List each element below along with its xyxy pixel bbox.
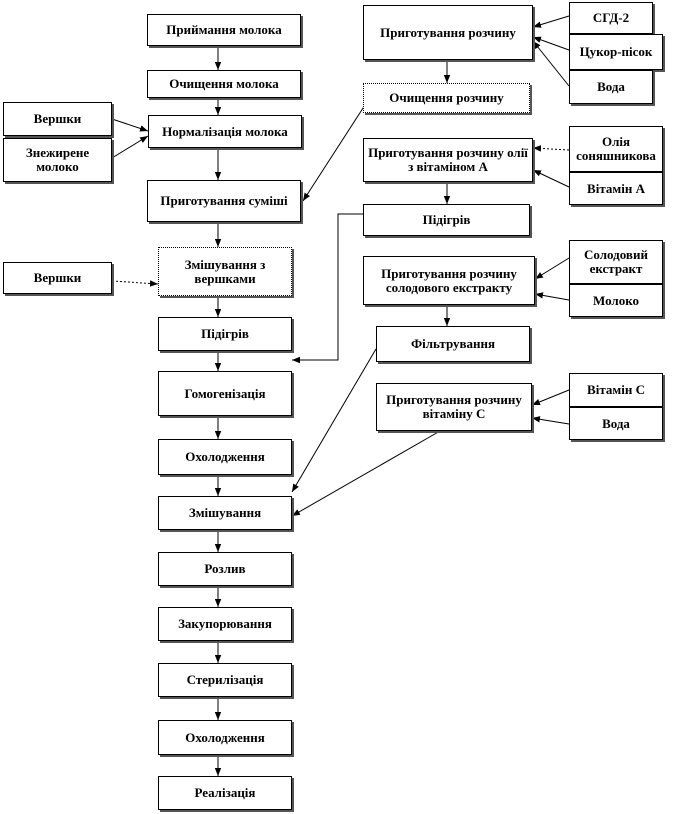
step-solution-cleaning: Очищення розчину	[363, 83, 530, 113]
arrow-vitamin-a-to-solution	[532, 169, 570, 188]
step-milk-receiving: Приймання молока	[147, 14, 301, 46]
step-capping: Закупорювання	[158, 607, 292, 641]
input-water-1: Вода	[569, 70, 653, 104]
input-cream-2: Вершки	[3, 262, 112, 294]
input-water-2: Вода	[569, 407, 663, 440]
step-solution-prep: Приготування розчину	[363, 5, 533, 60]
arrow-filtering-to-mixing	[291, 348, 377, 493]
step-normalization: Нормалізація молока	[148, 115, 302, 148]
step-bottling: Розлив	[158, 552, 292, 586]
input-skim-milk: Знежирене молоко	[3, 138, 112, 182]
step-milk-cleaning: Очищення молока	[147, 70, 301, 98]
step-filtering: Фільтрування	[376, 326, 530, 362]
step-mixing: Змішування	[158, 496, 292, 530]
arrow-water-to-solution	[532, 40, 570, 87]
input-sugar: Цукор-пісок	[569, 34, 663, 70]
input-malt-extract: Солодовий екстракт	[569, 240, 663, 284]
arrow-vitamin-c-to-mixing	[291, 430, 441, 517]
arrow-sugar-to-solution	[532, 36, 570, 51]
input-sunflower-oil: Олія соняшникова	[569, 126, 663, 172]
arrow-skim-to-normalization	[111, 135, 149, 159]
step-cooling-2: Охолодження	[158, 720, 292, 755]
step-cream-mixing: Змішування з вершками	[158, 247, 292, 296]
step-cooling-1: Охолодження	[158, 439, 292, 475]
step-sale: Реалізація	[158, 776, 292, 810]
step-mixture-prep: Приготування суміші	[147, 180, 301, 222]
arrow-oil-to-vitamin-solution	[532, 145, 570, 152]
arrow-water2-to-solution	[531, 416, 570, 425]
arrow-sgd-to-solution	[532, 15, 570, 28]
step-vitamin-c-solution: Приготування розчину вітаміну С	[376, 383, 532, 431]
step-homogenization: Гомогенізація	[158, 371, 292, 416]
step-malt-solution: Приготування розчину солодового екстракт…	[363, 256, 535, 305]
step-heating: Підігрів	[158, 317, 292, 351]
input-cream-1: Вершки	[3, 102, 112, 136]
arrow-cream-to-normalization	[111, 118, 149, 132]
arrow-malt-extract-to-solution	[534, 257, 570, 280]
arrow-vitamin-c-to-solution	[531, 389, 570, 406]
arrow-heating-to-heating	[292, 213, 363, 364]
arrow-milk-to-malt-solution	[534, 292, 570, 301]
arrow-cream2-to-cream-mixing	[111, 280, 159, 287]
input-sgd2: СГД-2	[569, 2, 653, 34]
input-vitamin-a: Вітамін А	[569, 172, 663, 205]
input-milk: Молоко	[569, 284, 663, 317]
step-right-heating: Підігрів	[363, 204, 530, 236]
step-oil-vitamin-a: Приготування розчину олії з вітаміном А	[363, 138, 533, 182]
input-vitamin-c: Вітамін С	[569, 373, 663, 407]
step-sterilization: Стерилізація	[158, 663, 292, 697]
